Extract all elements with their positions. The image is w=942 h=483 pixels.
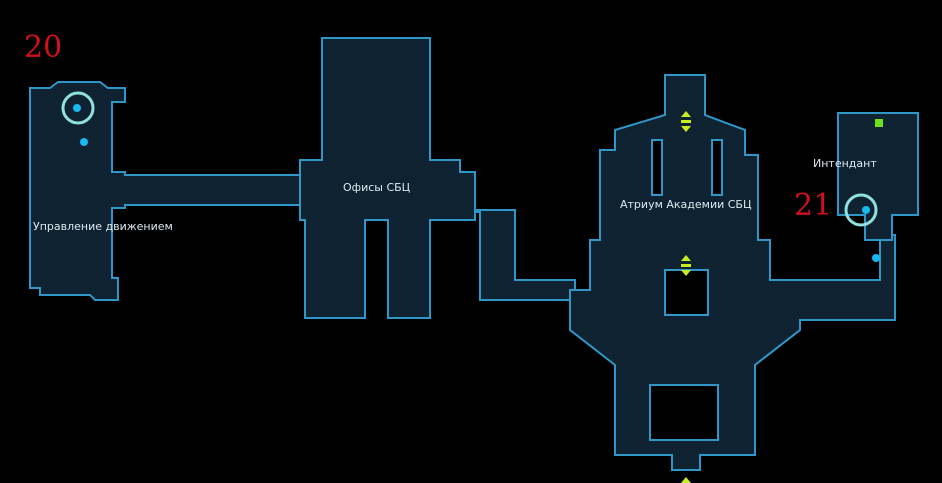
marker-number: 21 — [794, 188, 833, 223]
npc-icon[interactable] — [862, 206, 870, 214]
elevator-icon[interactable] — [681, 111, 691, 132]
room-label: Управление движением — [33, 220, 173, 233]
objective-ring-icon[interactable] — [844, 193, 878, 227]
npc-icon[interactable] — [73, 104, 81, 112]
elevator-icon[interactable] — [681, 477, 691, 483]
npc-icon[interactable] — [80, 138, 88, 146]
objective-ring-icon[interactable] — [61, 91, 95, 125]
room-label: Интендант — [813, 157, 877, 170]
elevator-icon[interactable] — [681, 255, 691, 276]
exit-icon[interactable] — [875, 119, 883, 127]
npc-icon[interactable] — [872, 254, 880, 262]
room-offices — [299, 37, 576, 319]
room-atrium — [569, 74, 896, 471]
room-traffic-control — [29, 81, 301, 301]
room-label: Атриум Академии СБЦ — [620, 198, 752, 211]
room-label: Офисы СБЦ — [343, 181, 411, 194]
marker-number: 20 — [24, 30, 63, 65]
